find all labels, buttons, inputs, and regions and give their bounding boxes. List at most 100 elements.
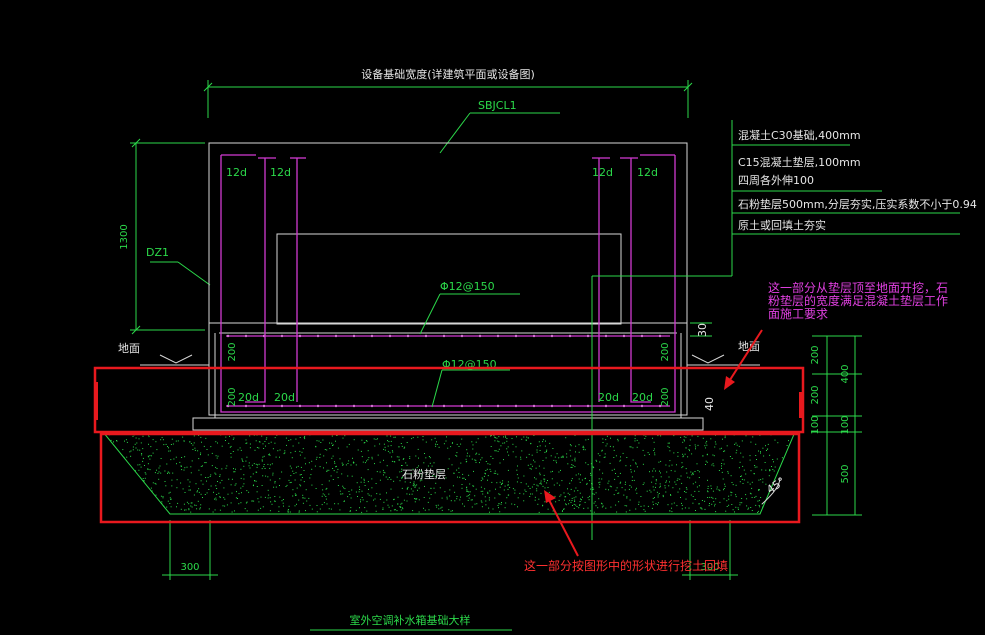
gravel-dot bbox=[584, 501, 586, 503]
gravel-dot bbox=[707, 485, 709, 487]
gravel-dot bbox=[735, 506, 737, 508]
gravel-dot bbox=[747, 481, 749, 483]
gravel-dot bbox=[281, 471, 283, 473]
gravel-dot bbox=[177, 502, 179, 504]
gravel-dot bbox=[271, 463, 273, 465]
gravel-dot bbox=[602, 438, 604, 440]
gravel-dot bbox=[316, 505, 318, 506]
gravel-dot bbox=[262, 456, 264, 458]
gravel-dot bbox=[232, 438, 234, 440]
gravel-dot bbox=[352, 462, 354, 463]
gravel-dot bbox=[670, 494, 671, 496]
gravel-dot bbox=[375, 438, 377, 440]
gravel-dot bbox=[349, 510, 351, 512]
gravel-dot bbox=[625, 465, 627, 467]
gravel-dot bbox=[231, 511, 233, 513]
gravel-dot bbox=[499, 462, 501, 464]
gravel-dot bbox=[768, 475, 770, 477]
gravel-dot bbox=[566, 456, 568, 458]
gravel-dot bbox=[505, 436, 507, 438]
gravel-dot bbox=[288, 479, 290, 481]
gravel-dot bbox=[167, 471, 169, 473]
gravel-dot bbox=[714, 505, 715, 507]
gravel-dot bbox=[229, 435, 230, 437]
gravel-dot bbox=[221, 468, 223, 470]
gravel-dot bbox=[553, 484, 555, 486]
gravel-dot bbox=[383, 501, 385, 503]
gravel-dot bbox=[668, 485, 670, 487]
gravel-dot bbox=[388, 441, 390, 443]
gravel-dot bbox=[290, 452, 292, 454]
gravel-dot bbox=[200, 474, 202, 476]
gravel-dot bbox=[504, 435, 506, 437]
gravel-dot bbox=[686, 472, 688, 474]
gravel-dot bbox=[448, 458, 450, 460]
gravel-dot bbox=[540, 482, 542, 484]
gravel-dot bbox=[209, 476, 211, 477]
gravel-dot bbox=[712, 497, 714, 499]
gravel-dot bbox=[245, 460, 247, 462]
gravel-dot bbox=[413, 482, 415, 484]
gravel-dot bbox=[584, 449, 586, 451]
gravel-dot bbox=[668, 476, 670, 478]
gravel-dot bbox=[356, 482, 358, 484]
gravel-dot bbox=[580, 474, 581, 476]
gravel-dot bbox=[400, 506, 402, 508]
gravel-dot bbox=[512, 443, 514, 445]
gravel-dot bbox=[461, 438, 463, 440]
gravel-dot bbox=[500, 445, 502, 447]
gravel-dot bbox=[256, 486, 258, 487]
gravel-dot bbox=[208, 489, 210, 490]
gravel-dot bbox=[410, 472, 412, 474]
gravel-dot bbox=[463, 505, 465, 507]
gravel-dot bbox=[332, 445, 333, 446]
gravel-dot bbox=[305, 510, 306, 512]
gravel-dot bbox=[142, 448, 144, 450]
gravel-dot bbox=[210, 485, 212, 487]
gravel-dot bbox=[329, 442, 330, 444]
top-width-dimension: 设备基础宽度(详建筑平面或设备图) bbox=[203, 67, 693, 118]
gravel-dot bbox=[259, 441, 261, 443]
gravel-dot bbox=[735, 496, 737, 498]
gravel-dot bbox=[304, 457, 306, 459]
gravel-dot bbox=[137, 464, 139, 466]
dim-200-right-b: 200 bbox=[660, 387, 671, 406]
gravel-dot bbox=[357, 496, 358, 497]
gravel-dot bbox=[767, 443, 769, 445]
gravel-dot bbox=[236, 491, 237, 493]
gravel-dot bbox=[560, 494, 562, 496]
gravel-dot bbox=[751, 497, 753, 498]
gravel-dot bbox=[385, 476, 387, 478]
lap-12d-3: 12d bbox=[592, 166, 613, 179]
gravel-dot bbox=[248, 462, 250, 464]
gravel-dot bbox=[393, 509, 395, 511]
gravel-dot bbox=[507, 484, 509, 486]
gravel-dot bbox=[756, 459, 757, 460]
gravel-dot bbox=[695, 481, 697, 483]
gravel-dot bbox=[685, 487, 687, 489]
gravel-dot bbox=[659, 483, 661, 485]
gravel-dot bbox=[258, 463, 260, 465]
gravel-dot bbox=[536, 490, 538, 492]
gravel-dot bbox=[253, 484, 254, 486]
gravel-dot bbox=[649, 489, 651, 491]
gravel-dot bbox=[548, 491, 550, 493]
gravel-dot bbox=[158, 471, 160, 473]
gravel-dot bbox=[355, 509, 357, 511]
gravel-dot bbox=[517, 497, 519, 499]
gravel-dot bbox=[473, 485, 475, 487]
gravel-dot bbox=[292, 470, 294, 472]
gravel-dot bbox=[688, 448, 690, 450]
gravel-dot bbox=[176, 506, 177, 508]
gravel-dot bbox=[743, 479, 745, 481]
gravel-dot bbox=[363, 442, 365, 444]
gravel-dot bbox=[712, 454, 714, 456]
gravel-dot bbox=[435, 504, 437, 506]
gravel-dot bbox=[389, 452, 391, 454]
gravel-dot bbox=[416, 498, 418, 500]
gravel-dot bbox=[216, 494, 218, 495]
gravel-dot bbox=[176, 463, 177, 465]
gravel-dot bbox=[240, 487, 242, 489]
gravel-dot bbox=[223, 487, 225, 489]
gravel-dot bbox=[758, 450, 759, 452]
